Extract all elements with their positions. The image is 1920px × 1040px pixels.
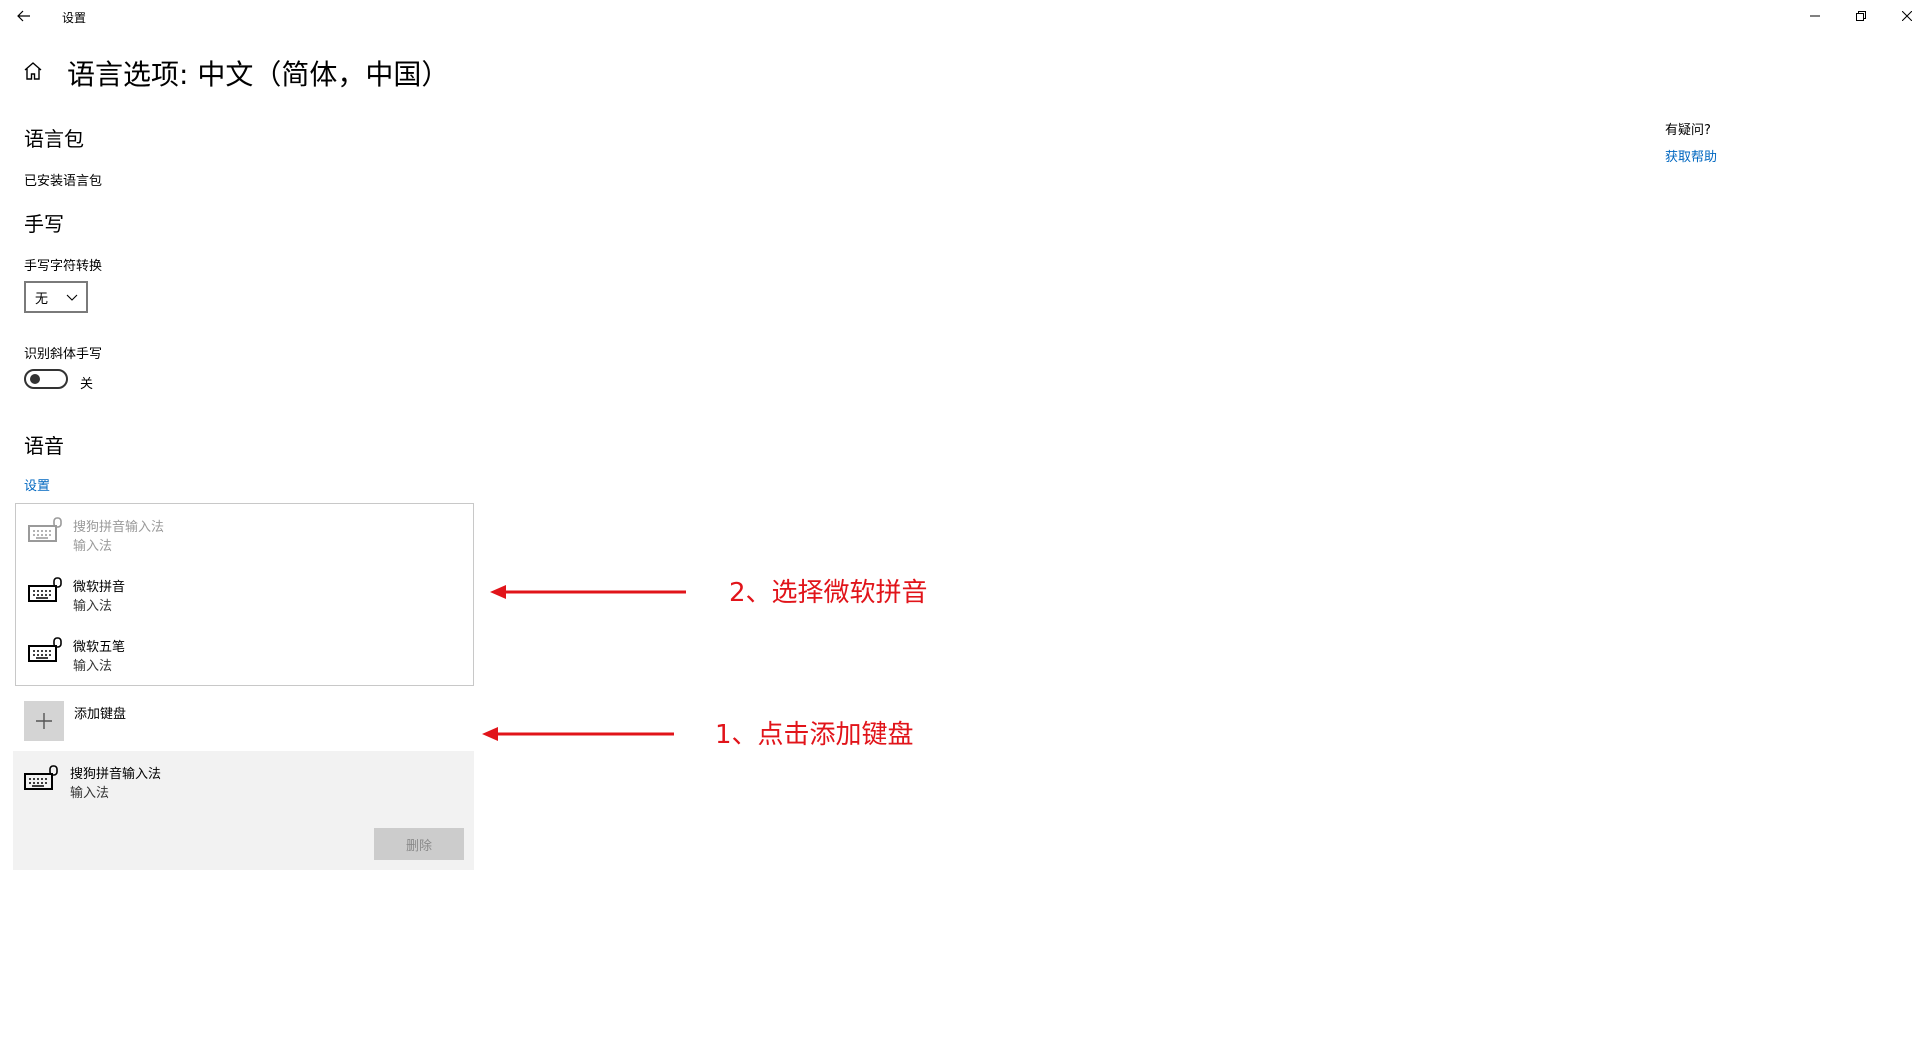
restore-icon (1856, 11, 1866, 21)
language-pack-status: 已安装语言包 (24, 174, 103, 189)
annotation-step1: 1、点击添加键盘 (715, 720, 914, 750)
keyboard-option-microsoft-pinyin[interactable]: 微软拼音 输入法 (16, 564, 473, 624)
keyboard-icon (24, 765, 58, 790)
handwriting-conversion-dropdown[interactable]: 无 (24, 281, 88, 313)
minimize-button[interactable] (1792, 0, 1838, 32)
speech-settings-link[interactable]: 设置 (24, 479, 51, 494)
installed-keyboard-name: 搜狗拼音输入法 (70, 767, 162, 782)
keyboard-options-list: 搜狗拼音输入法 输入法 微软拼音 输入法 微软五笔 输入法 (15, 503, 474, 686)
toggle-knob (30, 374, 40, 384)
annotation-arrow-step1 (482, 727, 674, 741)
back-arrow-icon (17, 10, 30, 22)
keyboard-option-name: 微软拼音 (73, 580, 126, 595)
language-pack-heading: 语言包 (24, 127, 84, 151)
installed-keyboard-type: 输入法 (70, 786, 110, 801)
italic-toggle-state: 关 (80, 377, 94, 392)
home-icon[interactable] (22, 60, 46, 84)
keyboard-icon (28, 517, 62, 542)
restore-button[interactable] (1838, 0, 1884, 32)
get-help-link[interactable]: 获取帮助 (1665, 150, 1718, 165)
handwriting-heading: 手写 (24, 212, 64, 236)
close-icon (1902, 11, 1912, 21)
keyboard-option-type: 输入法 (73, 539, 113, 554)
add-keyboard-label[interactable]: 添加键盘 (74, 707, 127, 722)
italic-handwriting-toggle[interactable] (24, 369, 68, 389)
close-button[interactable] (1884, 0, 1920, 32)
back-button[interactable] (0, 0, 48, 32)
handwriting-conversion-value: 无 (35, 291, 49, 307)
minimize-icon (1810, 15, 1820, 17)
chevron-down-icon (66, 294, 78, 301)
plus-icon (36, 713, 52, 729)
installed-keyboard-item[interactable]: 搜狗拼音输入法 输入法 删除 (13, 751, 474, 870)
app-title: 设置 (62, 11, 87, 25)
annotation-arrow-step2 (490, 585, 686, 599)
keyboard-option-microsoft-wubi[interactable]: 微软五笔 输入法 (16, 624, 473, 684)
add-keyboard-button[interactable] (24, 701, 64, 741)
keyboard-option-type: 输入法 (73, 599, 113, 614)
keyboard-option-name: 搜狗拼音输入法 (73, 520, 165, 535)
speech-heading: 语音 (24, 434, 64, 458)
italic-handwriting-label: 识别斜体手写 (24, 347, 103, 362)
keyboard-option-sogou: 搜狗拼音输入法 输入法 (16, 504, 473, 564)
handwriting-conversion-label: 手写字符转换 (24, 259, 103, 274)
help-question: 有疑问? (1665, 123, 1711, 138)
keyboard-option-type: 输入法 (73, 659, 113, 674)
keyboard-option-name: 微软五笔 (73, 640, 126, 655)
title-bar: 设置 (0, 0, 1920, 32)
keyboard-icon (28, 577, 62, 602)
annotation-step2: 2、选择微软拼音 (729, 578, 928, 608)
delete-button[interactable]: 删除 (374, 828, 464, 860)
keyboard-icon (28, 637, 62, 662)
page-title: 语言选项: 中文（简体，中国） (67, 58, 450, 91)
